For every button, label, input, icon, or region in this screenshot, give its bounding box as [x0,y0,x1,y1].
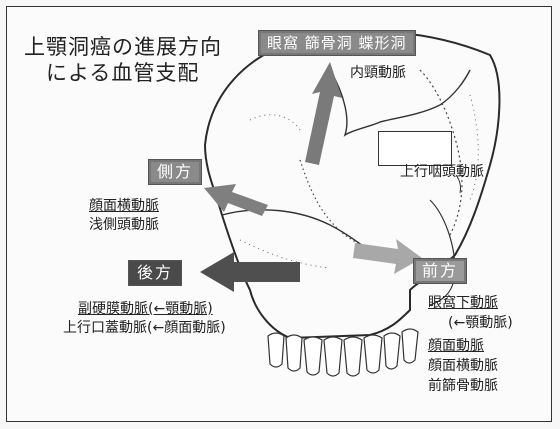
tooth [323,336,343,377]
orbit-outline [329,69,471,137]
zygomatic-arch [221,209,371,251]
tooth [303,336,323,376]
title-line-2: による血管支配 [46,61,200,85]
stippling [469,94,479,201]
badge-anterior: 前方 [413,258,468,284]
vessel-superficial-temporal: 浅側頭動脈 [89,217,159,233]
arrow-posterior [200,252,300,292]
vessel-ascending-palatine: 上行口蓋動脈(←顔面動脈) [63,320,226,336]
arrow-anterior [353,239,422,274]
badge-superior: 眼窩 篩骨洞 蝶形洞 [258,30,416,56]
vessel-transverse-facial: 顔面横動脈 [89,198,159,214]
vessel-transverse-facial-anterior: 顔面横動脈 [428,358,498,374]
tooth [383,332,401,370]
vessel-infraorbital: 眼窩下動脈 [428,295,498,311]
tooth [401,328,419,364]
stippling [239,239,331,269]
blank-box [378,131,452,166]
vessel-accessory-meningeal: 副硬膜動脈(←顎動脈) [78,301,213,317]
badge-posterior: 後方 [128,260,183,286]
tooth [363,334,383,374]
tooth [285,334,303,372]
stippling [249,114,301,131]
leader-line [455,174,461,194]
badge-lateral: 側方 [148,159,203,185]
arrow-superior [305,62,342,165]
tooth [267,332,285,368]
arrow-lateral [204,184,268,216]
pterygoid-region [429,199,456,306]
nasal-cavity [419,69,463,236]
vessel-anterior-ethmoidal: 前篩骨動脈 [428,378,498,394]
title-line-1: 上顎洞癌の進展方向 [24,35,222,59]
vessel-infraorbital-origin: (←顎動脈) [448,315,513,331]
vessel-facial: 顔面動脈 [428,338,484,354]
figure-title: 上顎洞癌の進展方向 による血管支配 [24,34,222,86]
vessel-ascending-pharyngeal: 上行咽頭動脈 [400,164,484,180]
teeth-row [267,328,419,377]
tooth [343,336,363,377]
vessel-internal-carotid: 内頸動脈 [350,65,406,81]
